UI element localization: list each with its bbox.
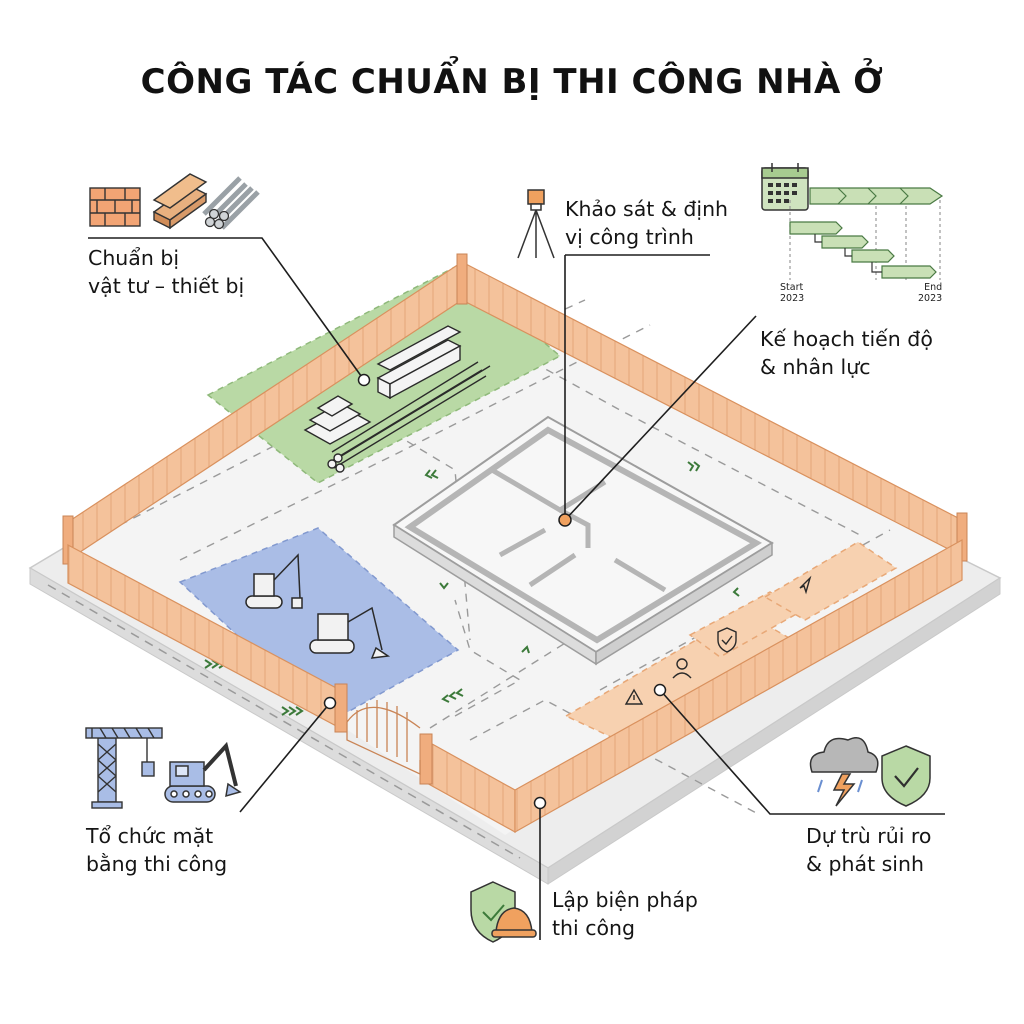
- method-label: Lập biện pháp thi công: [552, 886, 698, 942]
- survey-label-line2: vị công trình: [565, 225, 694, 249]
- flow-arrows: [204, 461, 740, 716]
- tower-crane-icon: [85, 727, 163, 809]
- site-crane-excavator: [245, 553, 391, 659]
- risk-label: Dự trù rủi ro & phát sinh: [806, 822, 931, 878]
- street-centerline: [47, 584, 521, 859]
- steel-pipes-icon: [202, 176, 260, 230]
- gantt-chart-icon: [789, 187, 944, 280]
- gantt-start-line2: 2023: [780, 293, 805, 304]
- excavator-icon: [164, 741, 242, 803]
- risk-label-line1: Dự trù rủi ro: [806, 824, 932, 848]
- materials-label-line1: Chuẩn bị: [88, 246, 180, 270]
- gantt-start-caption: Start 2023: [780, 282, 804, 304]
- hard-hat-icon: [491, 907, 537, 938]
- building-foundation: [392, 415, 774, 666]
- gantt-end-caption: End 2023: [918, 282, 942, 304]
- gantt-end-line1: End: [924, 282, 943, 293]
- calendar-icon: [761, 163, 809, 211]
- gantt-end-line2: 2023: [918, 293, 943, 304]
- risk-label-line2: & phát sinh: [806, 852, 924, 876]
- materials-label: Chuẩn bị vật tư – thiết bị: [88, 244, 244, 300]
- stored-materials: [303, 325, 491, 473]
- theodolite-tripod-icon: [517, 189, 555, 259]
- schedule-label-line1: Kế hoạch tiến độ: [760, 327, 933, 351]
- method-label-line1: Lập biện pháp: [552, 888, 698, 912]
- site-layout-label-line2: bằng thi công: [86, 852, 228, 876]
- survey-label-line1: Khảo sát & định: [565, 197, 729, 221]
- shield-check-icon: [881, 745, 931, 807]
- leader-lines: [88, 237, 945, 940]
- leader-markers: [323, 373, 667, 810]
- risk-zone-icons: [624, 575, 812, 705]
- site-layout-label: Tổ chức mặt bằng thi công: [86, 822, 227, 878]
- site-layout-label-line1: Tổ chức mặt: [86, 824, 214, 848]
- site-gate: [346, 700, 421, 776]
- gantt-start-line1: Start: [780, 282, 804, 293]
- survey-label: Khảo sát & định vị công trình: [565, 195, 728, 251]
- schedule-label: Kế hoạch tiến độ & nhân lực: [760, 325, 933, 381]
- storm-cloud-icon: [809, 737, 879, 807]
- timber-stack-icon: [152, 173, 208, 230]
- materials-label-line2: vật tư – thiết bị: [88, 274, 245, 298]
- page-title: CÔNG TÁC CHUẨN BỊ THI CÔNG NHÀ Ở: [140, 62, 884, 102]
- method-label-line2: thi công: [552, 916, 636, 940]
- brick-stack-icon: [89, 187, 141, 227]
- schedule-label-line2: & nhân lực: [760, 355, 871, 379]
- front-fence: [67, 538, 963, 834]
